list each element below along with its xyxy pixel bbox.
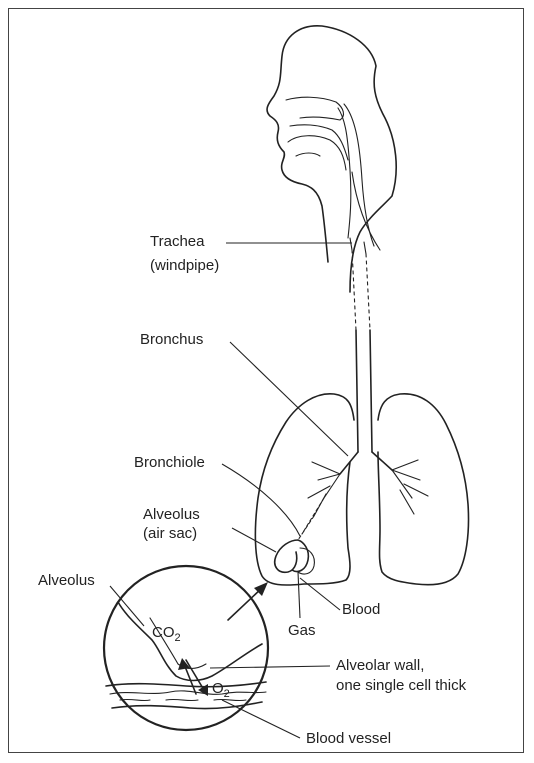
- airway-right: [344, 104, 374, 246]
- bronchi-right-branches: [392, 460, 428, 514]
- label-alveolus-sub: (air sac): [143, 525, 197, 543]
- label-alveolus: Alveolus: [143, 506, 200, 524]
- blood-vessel-lower: [112, 702, 262, 709]
- label-o2: O2: [212, 680, 230, 700]
- label-trachea-sub: (windpipe): [150, 257, 219, 275]
- label-bronchus: Bronchus: [140, 331, 203, 349]
- magnify-arrow-line: [228, 588, 262, 620]
- trachea-lower-left: [356, 330, 358, 452]
- tongue: [288, 136, 346, 170]
- trachea-dashed-left: [352, 250, 356, 330]
- label-co2: CO2: [152, 624, 181, 644]
- bronchiole-dashed: [298, 516, 314, 540]
- label-bronchiole: Bronchiole: [134, 454, 205, 472]
- leader-alveolus: [232, 528, 276, 552]
- o2-base: O: [212, 680, 224, 697]
- blood-vessel-upper: [106, 682, 266, 687]
- label-alveolar-wall-sub: one single cell thick: [336, 677, 466, 695]
- head-outline: [267, 26, 396, 292]
- co2-sub: 2: [175, 632, 181, 644]
- esophagus: [352, 172, 380, 250]
- trachea-upper-left: [350, 238, 352, 250]
- leader-blood-vessel: [222, 700, 300, 738]
- jaw-inner: [296, 153, 320, 156]
- label-blood: Blood: [342, 601, 380, 619]
- leader-bronchiole: [222, 464, 300, 536]
- bronchus-right: [372, 452, 392, 470]
- label-alveolar-wall: Alveolar wall,: [336, 657, 424, 675]
- co2-base: CO: [152, 624, 175, 641]
- bronchiole-dashed-2: [302, 498, 324, 534]
- label-gas: Gas: [288, 622, 316, 640]
- trachea-upper-right: [364, 242, 366, 254]
- right-lung: [378, 394, 469, 585]
- trachea-dashed-right: [366, 254, 370, 330]
- label-alveolus-detail: Alveolus: [38, 572, 95, 590]
- left-lung: [255, 394, 354, 585]
- label-trachea: Trachea: [150, 233, 204, 251]
- leader-bronchus: [230, 342, 348, 456]
- label-blood-vessel: Blood vessel: [306, 730, 391, 748]
- leader-gas: [298, 572, 300, 618]
- alveoli-cluster: [275, 540, 309, 572]
- nasal-cavity: [286, 97, 343, 120]
- airway-left: [338, 108, 351, 238]
- blood-vessel-mid: [110, 691, 266, 694]
- o2-arrowhead: [198, 684, 208, 696]
- bronchi-left-branches: [308, 462, 340, 516]
- o2-sub: 2: [224, 688, 230, 700]
- trachea-lower-right: [370, 330, 372, 452]
